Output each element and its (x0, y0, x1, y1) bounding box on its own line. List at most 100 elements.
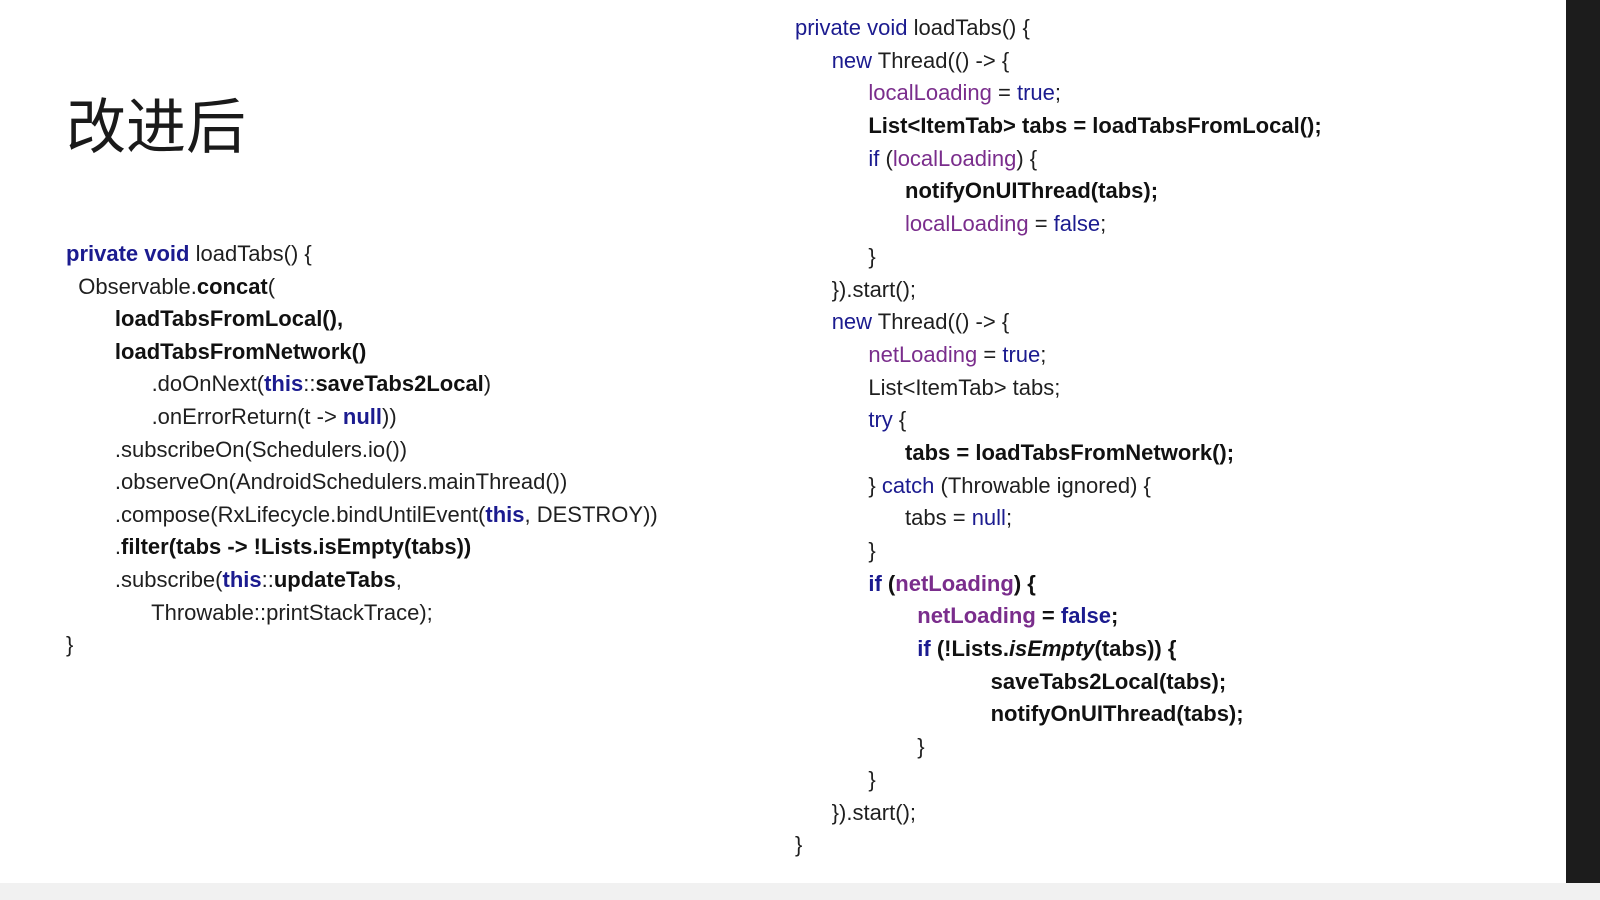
slide: 改进后 private void loadTabs() { Observable… (66, 12, 1322, 862)
code-token: this (222, 566, 262, 592)
code-token (795, 571, 868, 596)
code-token: saveTabs2Local(tabs); (990, 668, 1227, 694)
code-token: this (485, 501, 525, 527)
code-token (795, 342, 868, 367)
code-token: updateTabs (273, 566, 396, 592)
code-token: }).start(); (795, 799, 917, 825)
code-token: ; (1111, 603, 1119, 629)
code-line: } (795, 535, 1322, 568)
code-line: try { (795, 404, 1322, 437)
code-token: filter(tabs -> !Lists.isEmpty(tabs)) (121, 534, 472, 560)
code-line: loadTabsFromLocal(), (66, 303, 658, 336)
bottom-strip (0, 883, 1600, 900)
code-token: if (868, 570, 882, 596)
code-token: concat (196, 273, 268, 299)
window-edge-bar (1566, 0, 1600, 900)
code-token: )) (382, 403, 397, 429)
code-line: notifyOnUIThread(tabs); (795, 175, 1322, 208)
code-token (795, 80, 868, 105)
code-token: , DESTROY)) (524, 501, 658, 527)
code-token: catch (881, 472, 935, 498)
code-token: }).start(); (795, 276, 917, 302)
code-token: saveTabs2Local (315, 371, 484, 397)
code-token: } (795, 766, 876, 792)
code-token (795, 636, 917, 661)
code-token: ; (1054, 80, 1062, 106)
code-line: }).start(); (795, 274, 1322, 307)
code-line: tabs = loadTabsFromNetwork(); (795, 437, 1322, 470)
code-token: ; (1005, 505, 1013, 531)
code-token: this (264, 371, 304, 397)
code-token: = (1035, 603, 1061, 629)
code-token: } (795, 734, 925, 760)
code-token: notifyOnUIThread(tabs); (990, 701, 1244, 727)
code-token: null (971, 505, 1006, 531)
code-line: } (795, 829, 1322, 862)
code-line: .observeOn(AndroidSchedulers.mainThread(… (66, 466, 658, 499)
code-token: netLoading (868, 341, 978, 367)
code-token: true (1016, 80, 1055, 106)
code-token: (Throwable ignored) { (934, 472, 1151, 498)
code-token: netLoading (917, 603, 1036, 629)
code-line: localLoading = false; (795, 208, 1322, 241)
code-token: } (795, 243, 876, 269)
code-line: } (795, 731, 1322, 764)
code-token: :: (303, 371, 316, 397)
code-token: Thread(() -> { (872, 47, 1010, 73)
code-token: new (831, 47, 873, 73)
code-token: } (66, 632, 74, 658)
code-token: .onErrorReturn(t -> (66, 403, 343, 429)
code-token: } (795, 538, 876, 563)
code-line: .doOnNext(this::saveTabs2Local) (66, 368, 658, 401)
code-token: loadTabsFromLocal(), (114, 306, 344, 332)
code-line: loadTabsFromNetwork() (66, 336, 658, 369)
code-token: ; (1040, 341, 1047, 367)
code-token: .subscribe( (66, 566, 223, 592)
code-token: netLoading (895, 570, 1014, 596)
code-line: private void loadTabs() { (795, 12, 1322, 45)
code-line: .onErrorReturn(t -> null)) (66, 401, 658, 434)
code-line: saveTabs2Local(tabs); (795, 666, 1322, 699)
code-token (795, 440, 905, 465)
code-line: new Thread(() -> { (795, 45, 1322, 78)
code-line: if (netLoading) { (795, 568, 1322, 601)
code-token: loadTabs() { (189, 241, 312, 266)
code-token: ) (483, 371, 492, 397)
code-token: tabs = (795, 505, 972, 531)
code-token: = (1028, 211, 1054, 237)
code-line: tabs = null; (795, 502, 1322, 535)
code-token: List<ItemTab> tabs; (795, 374, 1061, 400)
code-token: (!Lists. (930, 636, 1009, 662)
code-token: new (831, 309, 873, 335)
code-block-rxjava: private void loadTabs() { Observable.con… (66, 238, 658, 662)
code-token: (tabs)) { (1094, 636, 1177, 662)
code-token: true (1002, 341, 1041, 367)
code-token: private void (795, 15, 908, 40)
code-line: } (795, 764, 1322, 797)
code-token: if (917, 636, 931, 662)
code-token: notifyOnUIThread(tabs); (905, 178, 1159, 204)
code-token (795, 407, 868, 432)
code-line: Observable.concat( (66, 271, 658, 304)
code-token (795, 146, 868, 171)
code-token: Throwable::printStackTrace); (66, 599, 433, 625)
code-line: if (localLoading) { (795, 143, 1322, 176)
code-token: loadTabs() { (907, 15, 1030, 40)
code-line: .subscribeOn(Schedulers.io()) (66, 434, 658, 467)
code-token (795, 309, 832, 334)
code-line: }).start(); (795, 797, 1322, 830)
code-line: Throwable::printStackTrace); (66, 597, 658, 630)
code-line: } catch (Throwable ignored) { (795, 470, 1322, 503)
code-token: private void (66, 241, 190, 266)
code-token: ) { (1013, 570, 1036, 596)
code-token: .compose(RxLifecycle.bindUntilEvent( (66, 501, 486, 527)
code-token: .observeOn(AndroidSchedulers.mainThread(… (66, 469, 568, 495)
code-token: ( (881, 570, 896, 596)
code-line: new Thread(() -> { (795, 306, 1322, 339)
code-token: Thread(() -> { (872, 309, 1010, 335)
code-token: false (1060, 603, 1112, 629)
code-token: ) { (1016, 145, 1038, 171)
code-token (795, 48, 832, 73)
slide-title: 改进后 (66, 93, 246, 163)
code-line: localLoading = true; (795, 77, 1322, 110)
